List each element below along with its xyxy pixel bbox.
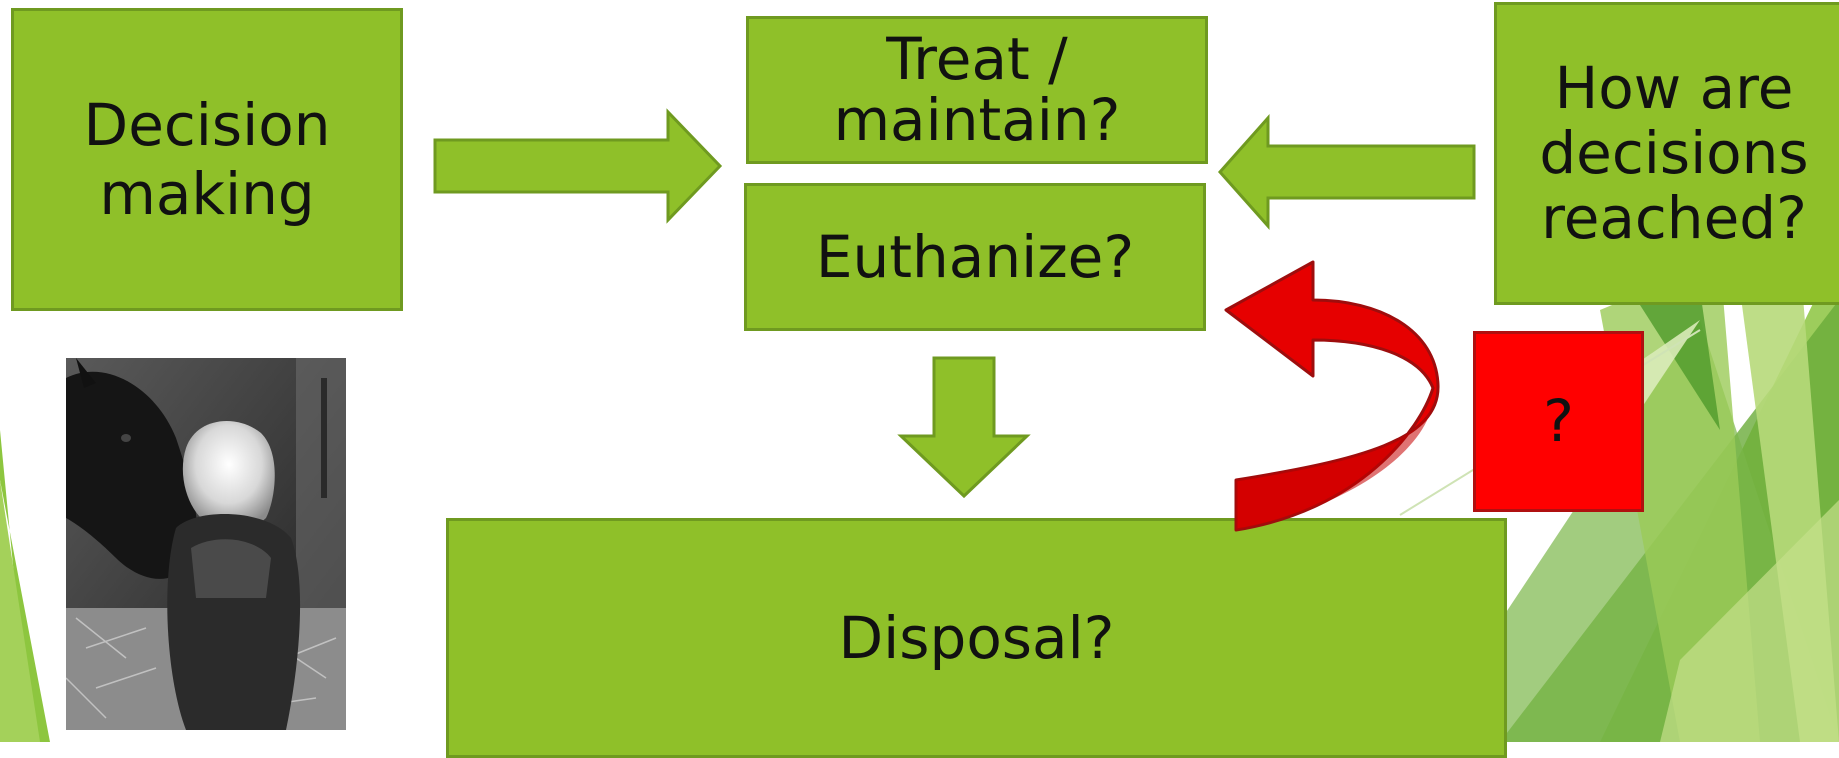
disposal-box: Disposal? <box>446 518 1507 758</box>
diagram-arrows <box>433 108 1476 499</box>
how-decisions-reached-box: How are decisions reached? <box>1494 2 1839 305</box>
unknown-question-box: ? <box>1473 331 1644 512</box>
right-arrow <box>433 108 723 224</box>
decision-making-box: Decision making <box>11 8 403 311</box>
treat-maintain-box: Treat / maintain? <box>746 16 1208 164</box>
euthanize-label: Euthanize? <box>815 222 1135 291</box>
treat-maintain-line-1: Treat / <box>886 25 1068 94</box>
decision-making-line-1: Decision <box>83 91 331 160</box>
treat-maintain-line-2: maintain? <box>833 86 1121 154</box>
curved-red-arrow <box>1224 260 1440 532</box>
how-decisions-line-3: reached? <box>1541 183 1807 252</box>
down-arrow <box>897 356 1031 499</box>
decision-making-line-2: making <box>99 159 315 228</box>
horse-and-child-photo <box>66 358 346 730</box>
left-arrow <box>1217 114 1476 230</box>
how-decisions-line-2: decisions <box>1539 119 1809 188</box>
euthanize-box: Euthanize? <box>744 183 1206 331</box>
how-decisions-line-1: How are <box>1554 54 1794 123</box>
unknown-question-label: ? <box>1543 387 1574 456</box>
disposal-label: Disposal? <box>838 603 1115 672</box>
